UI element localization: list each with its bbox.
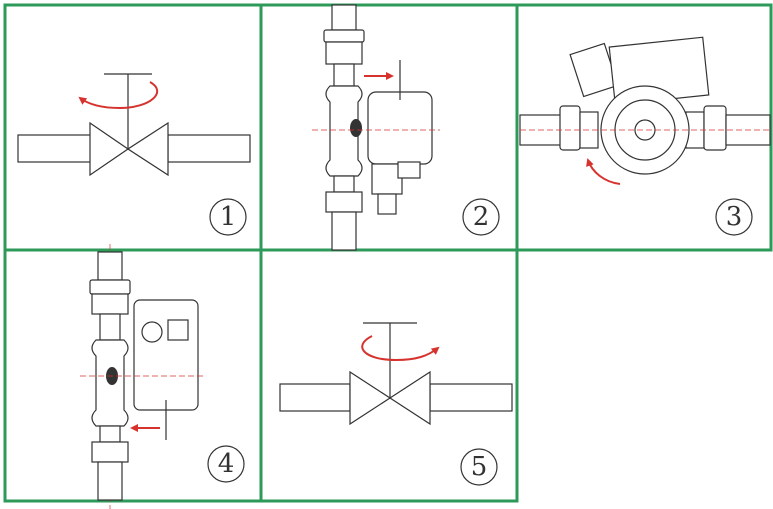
step-5-circle	[460, 448, 498, 486]
step-2-circle	[462, 198, 500, 236]
step-1-number: 1	[219, 202, 237, 232]
step-5-number: 5	[470, 452, 488, 482]
step-circles	[207, 198, 753, 486]
step-3-number: 3	[725, 202, 743, 232]
valve-close-arrow	[78, 81, 158, 110]
step-3-circle	[715, 198, 753, 236]
step-4-number: 4	[217, 449, 235, 479]
pump-rotate-icon	[519, 36, 771, 175]
step-2-number: 2	[472, 202, 490, 232]
pump-rotate-arrow	[586, 158, 621, 185]
valve-open-arrow	[361, 335, 440, 362]
valve-close-icon	[17, 73, 251, 177]
step-1-circle	[209, 198, 247, 236]
panel-5-frame	[259, 248, 519, 503]
panel-frames	[3, 3, 773, 503]
pump-side-loosen-icon	[312, 4, 440, 251]
pump-side-tighten-icon	[80, 244, 204, 509]
valve-open-icon	[279, 322, 513, 426]
step-4-circle	[207, 445, 245, 483]
panel-3-frame	[515, 3, 773, 252]
